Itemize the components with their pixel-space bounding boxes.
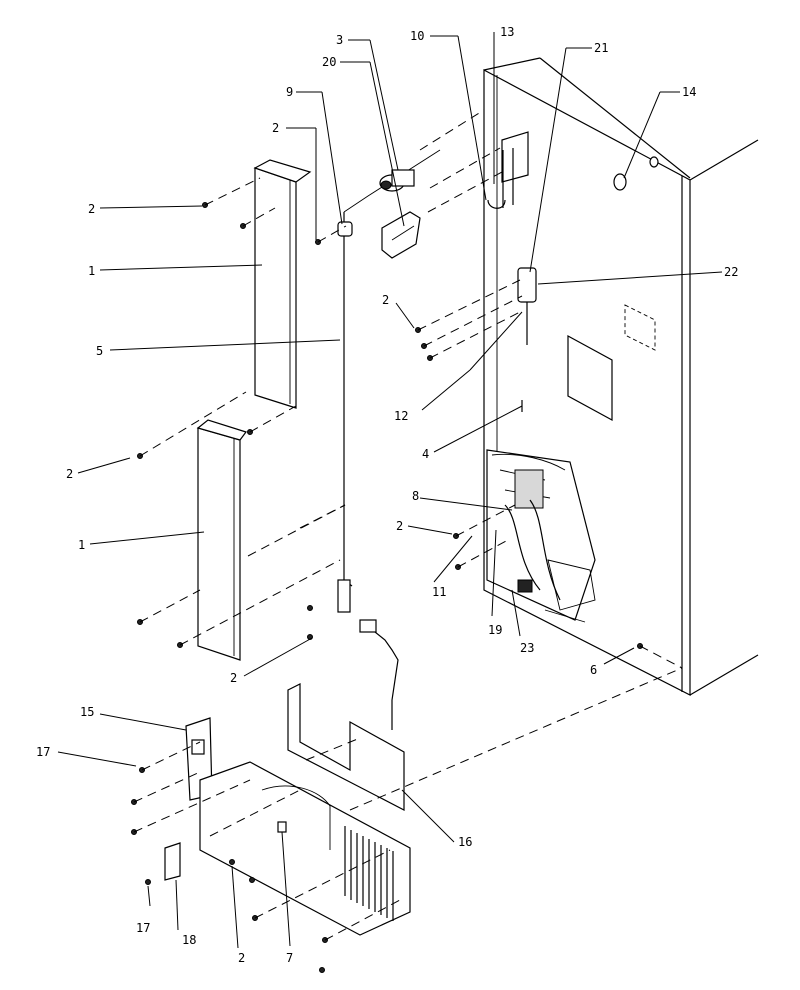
callout-10: 10 bbox=[410, 29, 424, 43]
part-20 bbox=[381, 211, 421, 259]
callout-16: 16 bbox=[458, 835, 472, 849]
part-3 bbox=[379, 169, 415, 192]
callout-2: 2 bbox=[272, 121, 279, 135]
machine-compartment bbox=[486, 449, 596, 623]
callout-7: 7 bbox=[286, 951, 293, 965]
callout-3: 3 bbox=[336, 33, 343, 47]
cover-panel-upper bbox=[253, 159, 312, 409]
callout-11: 11 bbox=[432, 585, 446, 599]
callout-6: 6 bbox=[590, 663, 597, 677]
bracket-top bbox=[487, 131, 529, 209]
callout-4: 4 bbox=[422, 447, 429, 461]
assembly-lines bbox=[133, 109, 683, 941]
callout-22: 22 bbox=[724, 265, 738, 279]
plate-18 bbox=[164, 842, 181, 881]
base-panel-16 bbox=[287, 683, 405, 811]
tube-assembly bbox=[337, 149, 441, 730]
callout-9: 9 bbox=[286, 85, 293, 99]
callout-15: 15 bbox=[80, 705, 94, 719]
callout-18-label: 18 bbox=[182, 933, 196, 947]
callout-2: 2 bbox=[396, 519, 403, 533]
base-grille bbox=[199, 761, 411, 936]
leader-lines bbox=[57, 32, 723, 949]
callout-1: 1 bbox=[88, 264, 95, 278]
callout-17: 17 bbox=[36, 745, 50, 759]
callout-21: 21 bbox=[594, 41, 608, 55]
part-9 bbox=[337, 221, 353, 237]
callout-8: 8 bbox=[412, 489, 419, 503]
callout-5: 5 bbox=[96, 344, 103, 358]
callout-14: 14 bbox=[682, 85, 696, 99]
callout-13: 13 bbox=[500, 25, 514, 39]
callout-19: 19 bbox=[488, 623, 502, 637]
callout-20: 20 bbox=[322, 55, 336, 69]
callout-2: 2 bbox=[238, 951, 245, 965]
cover-panel-lower bbox=[196, 419, 247, 661]
callout-2: 2 bbox=[66, 467, 73, 481]
clip-assembly bbox=[517, 267, 537, 412]
callout-17: 17 bbox=[136, 921, 150, 935]
callout-2: 2 bbox=[88, 202, 95, 216]
grille-slots bbox=[344, 826, 394, 921]
callout-12: 12 bbox=[394, 409, 408, 423]
callout-2: 2 bbox=[230, 671, 237, 685]
grommet-14 bbox=[613, 156, 659, 191]
callout-labels: 2 1 5 2 1 2 9 20 3 10 13 21 14 22 2 12 4… bbox=[36, 25, 738, 965]
callout-2: 2 bbox=[382, 293, 389, 307]
callout-1: 1 bbox=[78, 538, 85, 552]
callout-23: 23 bbox=[520, 641, 534, 655]
